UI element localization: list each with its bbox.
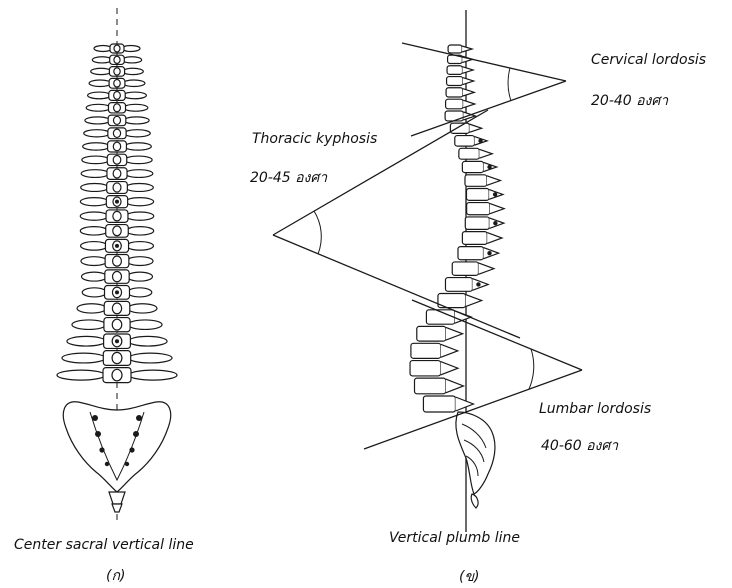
lateral-vertebrae [410,45,504,412]
lateral-vertebra [459,148,492,159]
lateral-vertebra [414,378,463,394]
cervical-lordosis-angle [402,43,566,136]
vertebra [84,128,151,139]
vertebra [81,255,153,268]
vertebra [92,55,141,64]
lumbar-lordosis-range: 40-60 องศา [541,435,618,457]
lateral-vertebra [465,217,504,229]
vertebra [91,67,144,77]
panel-b-tag: (ข) [459,566,480,588]
lateral-vertebra [450,123,481,133]
lateral-vertebra [462,232,502,245]
vertebra [77,301,157,315]
panel-a-tag: (ก) [106,565,125,587]
lateral-spine-view [273,10,582,532]
lateral-vertebra [446,88,474,97]
lateral-vertebra [417,326,463,341]
lumbar-lordosis-label: Lumbar lordosis [539,401,651,417]
vertebra [94,44,140,53]
lateral-vertebra [466,189,502,201]
lateral-vertebra [410,361,458,376]
lateral-vertebra [455,136,487,147]
lateral-vertebra [465,175,500,187]
vertebra [89,78,145,88]
vertical-plumb-line-caption: Vertical plumb line [389,530,520,546]
lateral-vertebra [452,262,494,275]
lateral-vertebra [411,343,458,358]
vertebra [72,318,162,332]
vertebra [88,90,147,100]
vertebra [82,270,153,283]
lateral-vertebra [438,294,482,308]
thoracic-kyphosis-label: Thoracic kyphosis [252,131,377,147]
posterior-spine-view [57,8,177,522]
vertebra [80,210,153,222]
lateral-vertebra [445,278,488,292]
center-sacral-vertical-line-caption: Center sacral vertical line [14,537,194,553]
cervical-lordosis-label: Cervical lordosis [591,52,706,68]
thoracic-kyphosis-range: 20-45 องศา [250,167,327,189]
vertebra [80,225,153,238]
vertebra [67,334,167,348]
posterior-vertebrae [57,44,177,383]
sacrum-lateral [456,412,495,508]
sacrum [63,402,170,512]
lateral-vertebra [447,77,474,86]
vertebra [57,368,177,383]
lateral-vertebra [448,45,472,53]
lateral-vertebra [467,203,505,215]
vertebra [83,141,152,152]
vertebra [80,196,153,208]
vertebra [62,351,172,366]
vertebra [82,286,152,300]
cervical-lordosis-range: 20-40 องศา [591,90,668,112]
lateral-vertebra [447,66,473,75]
vertebra [85,115,149,126]
lateral-vertebra [462,161,496,172]
vertebra [81,168,153,180]
lateral-vertebra [446,99,475,109]
vertebra [82,154,152,165]
lateral-vertebra [458,247,499,260]
vertebra [86,103,148,113]
vertebra [81,182,154,194]
vertebra [81,239,154,252]
